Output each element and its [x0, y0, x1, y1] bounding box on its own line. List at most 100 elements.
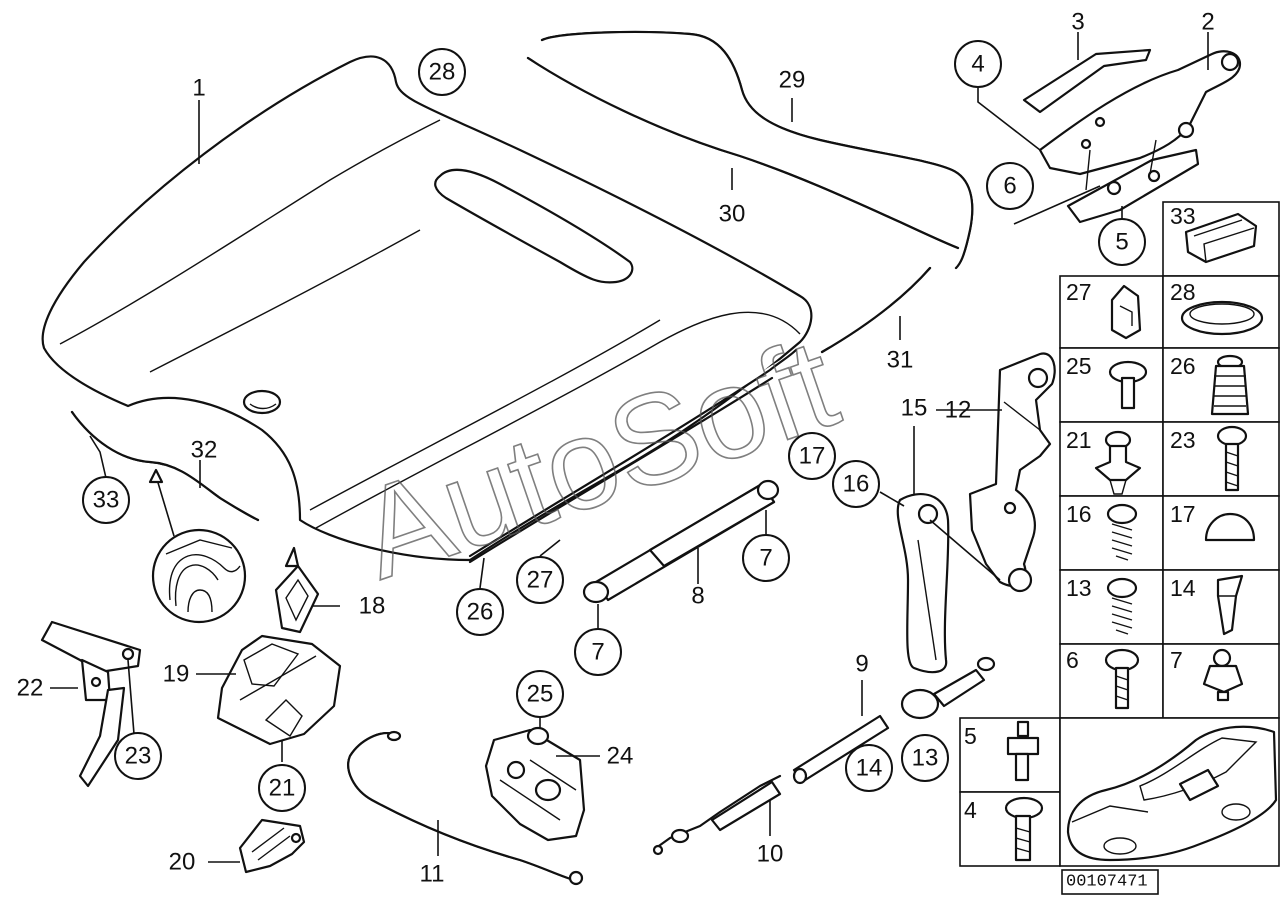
callout-label: 28: [429, 59, 456, 86]
fastener-cell-label: 4: [964, 797, 977, 823]
support-arm-drawing: [896, 352, 1056, 674]
callout-circle: [788, 432, 836, 480]
callout-circle: [1098, 218, 1146, 266]
callout-13: 13: [901, 734, 949, 782]
callout-19: 19: [163, 661, 190, 688]
pull-cable-drawing: [792, 656, 996, 785]
lock-drawing: [484, 726, 586, 842]
callout-circle: [986, 162, 1034, 210]
callout-4: 4: [954, 40, 1002, 88]
callout-2: 2: [1201, 9, 1214, 36]
callout-31: 31: [887, 347, 914, 374]
callout-33: 33: [82, 476, 130, 524]
callout-label: 8: [691, 583, 704, 610]
fastener-cell-label: 25: [1066, 353, 1092, 379]
callout-29: 29: [779, 67, 806, 94]
callout-label: 19: [163, 661, 190, 688]
callout-label: 16: [843, 471, 870, 498]
fastener-cell-label: 7: [1170, 647, 1183, 673]
release-cable-drawing: [652, 774, 782, 856]
callout-label: 24: [607, 743, 634, 770]
fastener-cell-label: 28: [1170, 279, 1196, 305]
fastener-icons: [1004, 212, 1278, 862]
callout-17: 17: [788, 432, 836, 480]
fastener-cell-label: 26: [1170, 353, 1196, 379]
callout-label: 9: [855, 651, 868, 678]
callout-label: 6: [1003, 173, 1016, 200]
callout-23: 23: [114, 732, 162, 780]
callout-label: 13: [912, 745, 939, 772]
callout-10: 10: [757, 841, 784, 868]
guide-drawing: [216, 634, 342, 746]
callout-label: 26: [467, 599, 494, 626]
callout-label: 33: [93, 487, 120, 514]
seal-drawings: [70, 30, 974, 522]
safety-catch-drawing: [40, 620, 142, 788]
callout-label: 22: [17, 675, 44, 702]
fastener-cell-label: 33: [1170, 203, 1196, 229]
bowden-cable-drawing: [347, 730, 584, 886]
fastener-cell-label: 5: [964, 723, 977, 749]
callout-circle: [845, 744, 893, 792]
callout-label: 27: [527, 567, 554, 594]
fastener-cell-label: 6: [1066, 647, 1079, 673]
callout-circle: [516, 556, 564, 604]
callout-circle: [742, 534, 790, 582]
diagram-number-box: [1061, 869, 1159, 895]
callout-28: 28: [418, 48, 466, 96]
callout-12: 12: [945, 397, 972, 424]
callout-label: 15: [901, 395, 928, 422]
seal-section-detail: [148, 468, 247, 624]
fastener-cell-label: 21: [1066, 427, 1092, 453]
callout-circle: [574, 628, 622, 676]
callout-20: 20: [169, 849, 196, 876]
callout-16: 16: [832, 460, 880, 508]
callout-label: 31: [887, 347, 914, 374]
callout-label: 12: [945, 397, 972, 424]
callout-11: 11: [420, 861, 445, 888]
callout-label: 11: [420, 861, 445, 888]
callout-8: 8: [691, 583, 704, 610]
callout-7: 7: [574, 628, 622, 676]
callout-6: 6: [986, 162, 1034, 210]
callout-30: 30: [719, 201, 746, 228]
callout-label: 14: [856, 755, 883, 782]
callout-18: 18: [359, 593, 386, 620]
callout-label: 4: [971, 51, 984, 78]
callout-circle: [832, 460, 880, 508]
callout-label: 5: [1115, 229, 1128, 256]
callout-circle: [456, 588, 504, 636]
callout-label: 21: [269, 775, 296, 802]
callout-26: 26: [456, 588, 504, 636]
callout-circle: [114, 732, 162, 780]
callout-21: 21: [258, 764, 306, 812]
callout-label: 3: [1071, 9, 1084, 36]
callout-14: 14: [845, 744, 893, 792]
callout-9: 9: [855, 651, 868, 678]
callout-7: 7: [742, 534, 790, 582]
callout-15: 15: [901, 395, 928, 422]
callout-label: 2: [1201, 9, 1214, 36]
callout-label: 17: [799, 443, 826, 470]
fastener-cell-label: 27: [1066, 279, 1092, 305]
callout-3: 3: [1071, 9, 1084, 36]
callout-circle: [258, 764, 306, 812]
callout-32: 32: [191, 437, 218, 464]
callout-circle: [82, 476, 130, 524]
fastener-cell-label: 17: [1170, 501, 1196, 527]
callout-27: 27: [516, 556, 564, 604]
bonnet-drawing: [41, 55, 813, 564]
fastener-cell-label: 13: [1066, 575, 1092, 601]
callout-1: 1: [192, 75, 205, 102]
callout-label: 25: [527, 681, 554, 708]
diagram-number: 00107471: [1066, 873, 1148, 892]
fastener-cell-label: 16: [1066, 501, 1092, 527]
callout-label: 1: [192, 75, 205, 102]
callout-circle: [516, 670, 564, 718]
callout-circle: [954, 40, 1002, 88]
